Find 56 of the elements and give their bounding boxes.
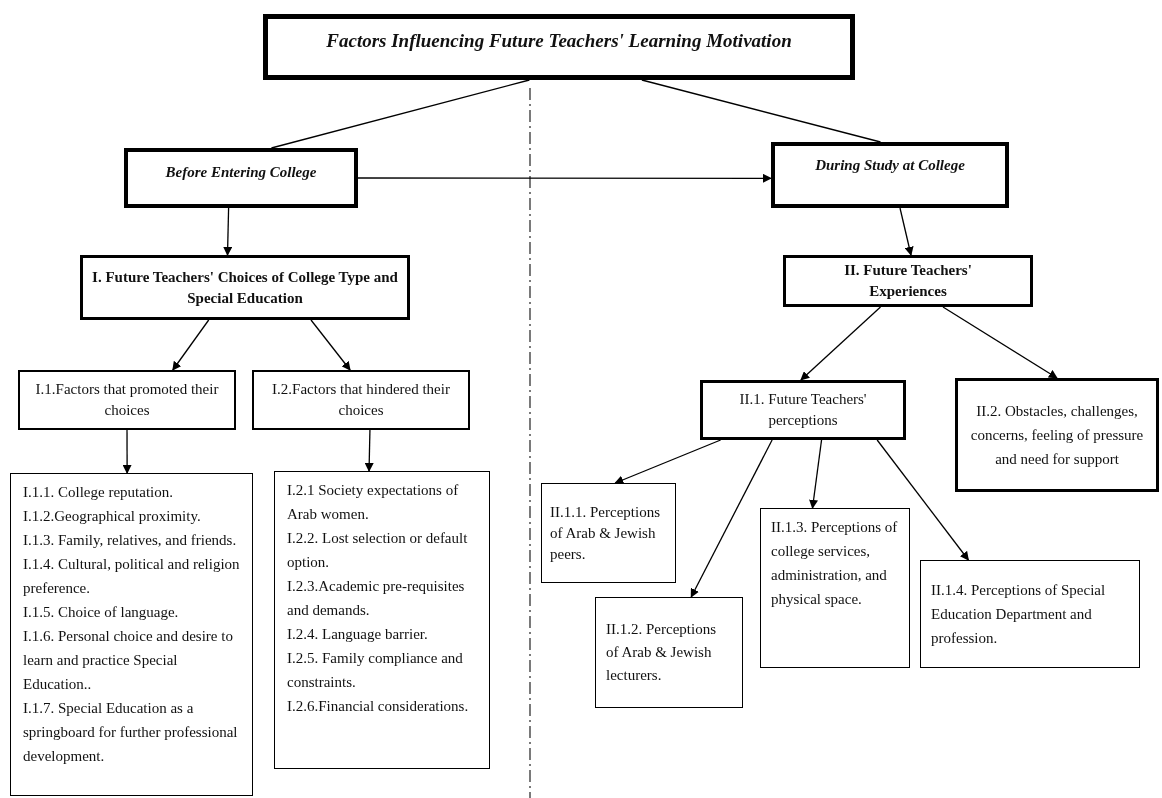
text-box [783,255,1033,307]
arrow [122,429,132,474]
list-item: I.2.4. Language barrier. [287,625,429,644]
box-label: I.2.Factors that hindered their choices [271,380,451,420]
box-label: II.1.4. Perceptions of Special Education Department and profession. [931,581,1107,648]
text-box [955,378,1159,492]
box-label: II.1.1. Perceptions of Arab & Jewish peers. [550,502,661,564]
list-item: I.2.5. Family compliance and constraints. [287,649,464,692]
arrow [800,306,882,381]
list-item: I.1.2.Geographical proximity. [23,507,202,526]
connector-line [270,79,531,149]
list-box [760,508,910,668]
list-item: I.1.4. Cultural, political and religion preference. [23,555,241,598]
text-box [771,142,1009,208]
list-item: I.1.5. Choice of language. [23,603,180,622]
box-label: Factors Influencing Future Teachers' Learning Motivation [325,29,793,51]
arrow [364,429,374,472]
arrow [310,319,351,371]
text-box [595,597,743,708]
list-item: I.2.6.Financial considerations. [287,697,470,716]
list-item: I.1.6. Personal choice and desire to learn and practice Special Education.. [23,627,234,694]
text-box [700,380,906,440]
arrow [809,439,823,509]
list-item: I.1.1. College reputation. [23,483,174,502]
arrow [223,207,233,256]
box-label: II.2. Obstacles, challenges, concerns, feeling of pressure and need for support [969,402,1145,469]
arrow [899,207,914,256]
list-item: I.2.1 Society expectations of Arab women. [287,481,460,524]
box-label: I. Future Teachers' Choices of College Type and Special Education [91,267,399,308]
arrow [876,439,970,561]
arrow [172,319,210,371]
box-label: During Study at College [814,155,966,175]
box-label: II.1. Future Teachers' perceptions [738,390,868,430]
text-box [18,370,236,430]
box-label: I.1.Factors that promoted their choices [34,380,220,420]
text-box [920,560,1140,668]
arrow [357,173,772,183]
arrow [690,439,773,598]
text-box [541,483,676,583]
text-box [263,14,855,80]
box-label: Before Entering College [164,162,318,182]
list-item: I.2.3.Academic pre-requisites and demands. [287,577,466,620]
list-box [274,471,490,769]
arrow [614,439,722,485]
list-item: I.1.7. Special Education as a springboard for further professional development. [23,699,239,766]
list-item: I.1.3. Family, relatives, and friends. [23,531,238,550]
box-label: II. Future Teachers' Experiences [843,261,973,301]
list-box [10,473,253,796]
text-box [252,370,470,430]
text-box [124,148,358,208]
arrow [942,306,1058,379]
list-item: I.2.2. Lost selection or default option. [287,529,469,572]
text-box [80,255,410,320]
connector-line [641,79,882,143]
box-label: II.1.2. Perceptions of Arab & Jewish lecturers. [606,620,717,685]
list-item: II.1.3. Perceptions of college services, administration, and physical space. [771,518,899,609]
